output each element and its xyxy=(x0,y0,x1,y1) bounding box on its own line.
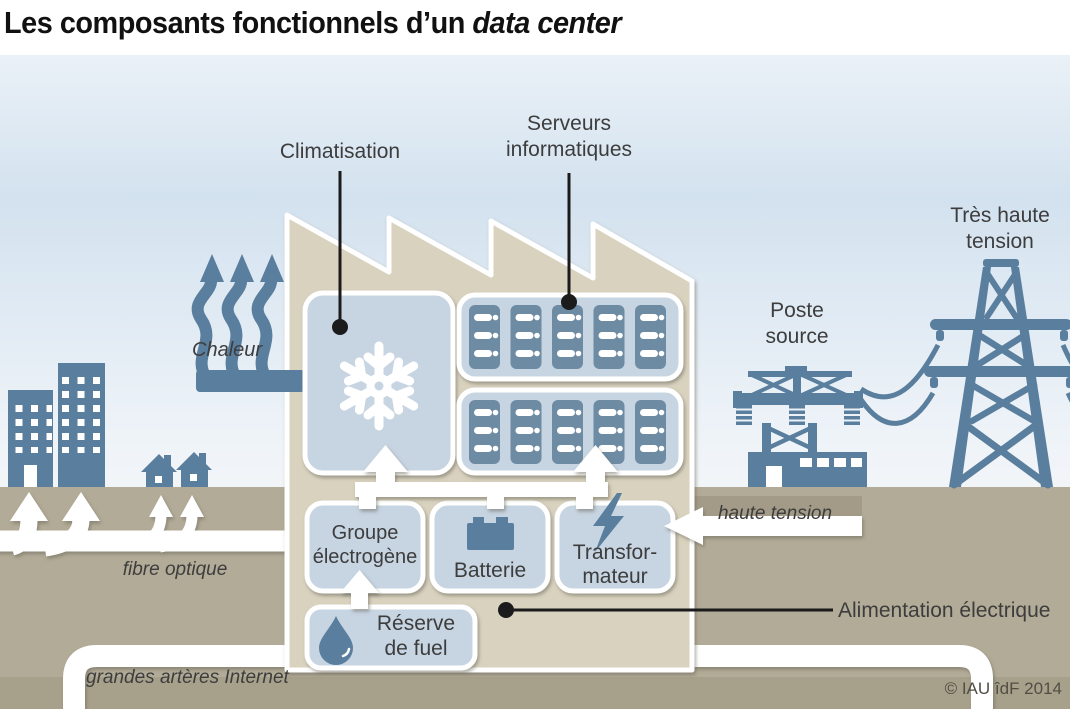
haute-tension-arrow-icon xyxy=(664,507,862,545)
label-climatisation: Climatisation xyxy=(279,140,401,163)
title-regular: Les composants fonctionnels d’un xyxy=(4,5,473,40)
power-bus xyxy=(355,482,608,497)
label-transformateur: Transfor- mateur xyxy=(572,541,658,588)
label-poste-source: Poste source xyxy=(765,299,829,348)
leader-dot xyxy=(332,319,348,335)
label-reserve-de-fuel: Réserve de fuel xyxy=(376,612,456,660)
arrow-stem xyxy=(586,471,605,484)
diagram-canvas xyxy=(0,171,1070,709)
lightning-icon xyxy=(593,493,624,552)
server-rack-icon xyxy=(552,400,583,464)
power-wire xyxy=(859,343,941,400)
server-rack-icon xyxy=(510,305,542,369)
server-rack-icon xyxy=(552,305,583,369)
up-arrow-icon xyxy=(340,570,379,593)
pylon-icon xyxy=(924,259,1070,489)
server-rack-icon xyxy=(510,400,542,464)
up-arrow-icon xyxy=(573,445,618,472)
power-grid xyxy=(733,259,1070,489)
label-chaleur: Chaleur xyxy=(192,339,263,361)
heat-arrows-icon xyxy=(191,254,284,385)
server-rack-icon xyxy=(469,400,500,464)
fibre-branch xyxy=(129,514,167,552)
snowflake-icon xyxy=(339,341,419,431)
fibre-optic-duct xyxy=(0,492,298,557)
copyright: © IAU îdF 2014 xyxy=(944,679,1062,698)
label-alimentation-electrique: Alimentation électrique xyxy=(838,599,1051,622)
label-fibre-optique: fibre optique xyxy=(122,559,228,580)
title-bar: Les composants fonctionnels d’un data ce… xyxy=(0,0,1070,55)
bus-stub xyxy=(359,496,376,509)
substation-icon xyxy=(733,366,867,487)
leader-dot xyxy=(561,294,577,310)
leader-lines xyxy=(332,171,833,618)
diagram-panel: Climatisation Serveurs informatiques Cha… xyxy=(0,55,1070,709)
label-groupe-electrogene: Groupe électrogène xyxy=(312,522,418,568)
fibre-branch xyxy=(43,518,90,557)
up-arrow-icon xyxy=(363,445,408,472)
tower-windows xyxy=(60,371,104,453)
server-rack-icon xyxy=(635,400,666,464)
house-icon xyxy=(176,452,212,487)
heat-pipe xyxy=(196,370,305,392)
fibre-branch xyxy=(158,514,198,553)
label-batterie: Batterie xyxy=(453,559,527,582)
arrow-stem xyxy=(376,471,395,484)
label-haute-tension: haute tension xyxy=(717,503,833,524)
power-wire xyxy=(1060,344,1070,365)
server-rack-icon xyxy=(593,305,625,369)
bus-stub xyxy=(487,496,504,509)
ground-deep-layer xyxy=(0,677,1070,709)
fibre-arrow-icon xyxy=(10,492,48,521)
substation-building xyxy=(748,452,867,487)
leader-dot xyxy=(498,602,514,618)
title-italic: data center xyxy=(472,5,622,40)
city-icon xyxy=(8,363,212,487)
label-serveurs-informatiques: Serveurs informatiques xyxy=(505,112,633,161)
label-tres-haute-tension: Très haute tension xyxy=(950,204,1050,253)
battery-icon xyxy=(467,517,514,550)
substation-door xyxy=(766,466,782,487)
fuel-drop-icon xyxy=(319,616,353,665)
fibre-arrow-icon xyxy=(180,495,204,517)
house-icon xyxy=(141,454,177,487)
fibre-arrow-icon xyxy=(149,495,173,517)
power-wire xyxy=(855,391,936,426)
heat-exhaust xyxy=(191,254,305,392)
power-bus-arrows xyxy=(340,445,618,609)
arrow-stem xyxy=(351,592,368,609)
label-grandes-arteres: grandes artères Internet xyxy=(86,667,289,688)
page-title: Les composants fonctionnels d’un data ce… xyxy=(4,5,622,41)
fibre-arrow-icon xyxy=(62,492,100,521)
tower-door xyxy=(24,465,37,487)
fibre-branch xyxy=(9,518,38,556)
server-rack-icon xyxy=(469,305,500,369)
bus-stub xyxy=(576,496,593,509)
server-rack-icon xyxy=(635,305,666,369)
insulator-stack xyxy=(736,405,860,425)
tower-windows xyxy=(14,401,52,453)
